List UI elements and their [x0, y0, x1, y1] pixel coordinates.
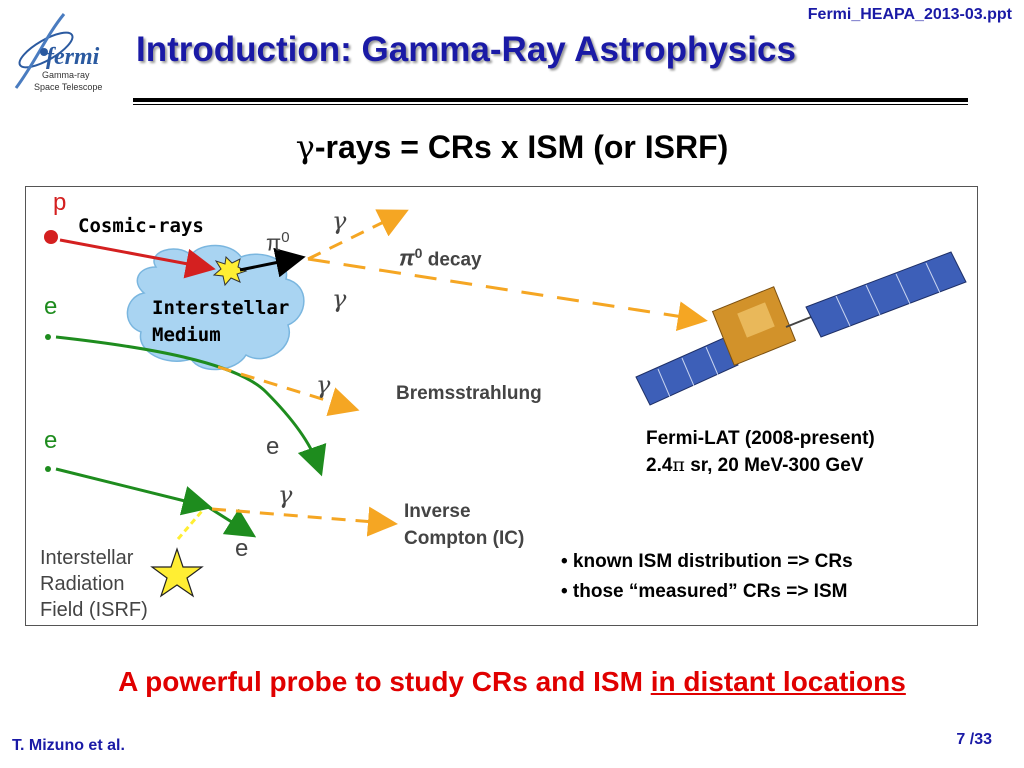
electron-label-brems-out: e — [266, 433, 280, 460]
pi0-decay-text: decay — [427, 249, 482, 271]
pi0-label: π0 — [266, 229, 290, 256]
page-current: 7 — [956, 731, 966, 748]
proton-track — [59, 238, 216, 279]
diagram-canvas — [44, 209, 967, 598]
proton-dot — [44, 230, 58, 244]
key-message: A powerful probe to study CRs and ISM in… — [0, 666, 1024, 698]
electron-track-2-scattered — [207, 505, 257, 538]
isrf-label-line3: Field (ISRF) — [40, 599, 148, 621]
electron-dot-2 — [45, 466, 51, 472]
star-icon — [150, 547, 204, 598]
subtitle-text: -rays = CRs x ISM (or ISRF) — [314, 129, 729, 165]
slide-title: Introduction: Gamma-Ray Astrophysics — [136, 30, 796, 69]
gamma-label-down: γ — [332, 285, 347, 313]
page-total: /33 — [969, 731, 992, 748]
electron-label-2: e — [44, 427, 58, 454]
ism-label-line2: Medium — [152, 324, 221, 346]
title-divider — [133, 98, 968, 102]
fermi-lat-line2-b: sr, 20 MeV-300 GeV — [684, 455, 864, 476]
ic-label-line2: Compton (IC) — [404, 528, 525, 549]
isrf-label-line2: Radiation — [40, 573, 125, 595]
author-credit: T. Mizuno et al. — [12, 737, 125, 754]
svg-text:Gamma-ray: Gamma-ray — [42, 70, 90, 80]
electron-dot-1 — [45, 334, 51, 340]
pi0-track — [239, 247, 306, 278]
svg-text:Space Telescope: Space Telescope — [34, 82, 102, 92]
bullet-item-2: • those “measured” CRs => ISM — [561, 581, 848, 602]
electron-label-1: e — [44, 293, 58, 320]
fermi-lat-pi: π — [672, 454, 685, 476]
electron-track-2 — [55, 467, 213, 516]
gamma-label-ic: γ — [278, 481, 293, 509]
gamma-label-brems: γ — [316, 371, 331, 399]
svg-text:fermi: fermi — [46, 44, 100, 70]
pi0-symbol: π — [266, 230, 282, 256]
title-divider-thin — [133, 104, 968, 105]
electron-label-ic-out: e — [235, 535, 249, 562]
electron-track-1 — [55, 335, 327, 477]
fermi-logo: fermi Gamma-ray Space Telescope — [6, 6, 132, 96]
ism-label-line1: Interstellar — [152, 297, 290, 319]
ic-label-line1: Inverse — [404, 501, 471, 522]
pi0-decay-label: π0 decay — [399, 245, 482, 271]
fermi-satellite-icon — [635, 251, 967, 406]
fermi-lat-line1: Fermi-LAT (2008-present) — [646, 428, 875, 449]
proton-label: p — [53, 189, 67, 216]
gamma-ray-inverse-compton — [211, 506, 398, 537]
pi0-decay-sup: 0 — [414, 245, 423, 261]
gamma-ray-to-fermi — [307, 257, 708, 332]
gamma-ray-up — [307, 209, 409, 261]
fermi-lat-line2: 2.4π sr, 20 MeV-300 GeV — [646, 452, 875, 479]
fermi-lat-info: Fermi-LAT (2008-present) 2.4π sr, 20 MeV-… — [646, 425, 875, 479]
page-number: 7 /33 — [956, 731, 992, 749]
gamma-label-up: γ — [332, 207, 347, 235]
ism-cloud — [126, 244, 305, 371]
isrf-label-line1: Interstellar — [40, 547, 134, 569]
gamma-symbol: γ — [295, 128, 315, 166]
pi0-sup: 0 — [281, 229, 290, 246]
fermi-lat-line2-a: 2.4 — [646, 455, 673, 476]
key-message-plain: A powerful probe to study CRs and ISM — [118, 666, 651, 697]
collision-burst-icon — [212, 255, 248, 287]
photon-from-isrf — [176, 510, 204, 540]
fermi-logo-icon: fermi Gamma-ray Space Telescope — [14, 13, 102, 92]
bullet-list: • known ISM distribution => CRs • those “… — [561, 547, 853, 607]
cosmic-rays-label: Cosmic-rays — [78, 215, 204, 237]
gamma-ray-diagram: p Cosmic-rays π0 γ γ π0 decay Interstell… — [25, 186, 978, 626]
bullet-item-1: • known ISM distribution => CRs — [561, 551, 853, 572]
file-name: Fermi_HEAPA_2013-03.ppt — [807, 6, 1012, 23]
key-message-underlined: in distant locations — [650, 666, 906, 697]
bremsstrahlung-label: Bremsstrahlung — [396, 383, 542, 404]
slide-subtitle: γ-rays = CRs x ISM (or ISRF) — [0, 128, 1024, 166]
pi0-decay-symbol: π — [399, 245, 415, 271]
